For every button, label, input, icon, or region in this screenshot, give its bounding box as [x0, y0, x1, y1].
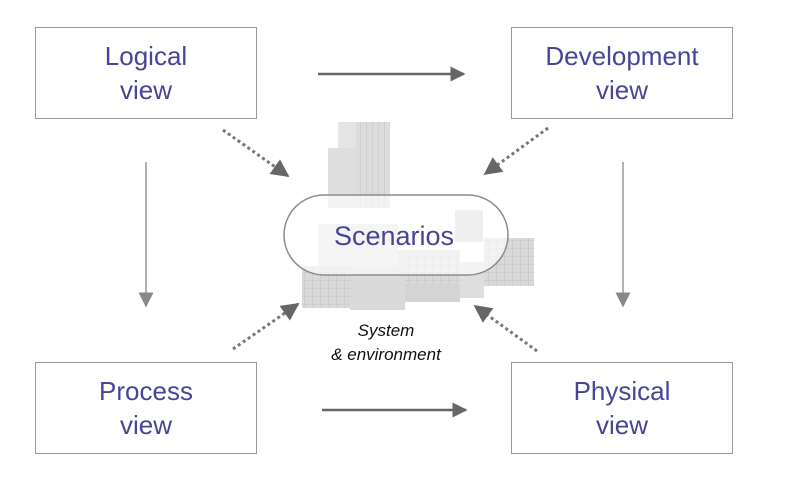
arrow-physical-to-scenarios	[473, 304, 538, 353]
logical-view-subtitle: view	[119, 75, 172, 105]
process-view-box: Process view	[35, 362, 257, 454]
scenarios-capsule	[283, 194, 509, 276]
building-block	[356, 122, 390, 208]
system-caption-line2: & environment	[331, 345, 442, 364]
process-view-subtitle: view	[119, 410, 172, 440]
physical-view-subtitle: view	[595, 410, 648, 440]
arrow-logical-to-scenarios	[222, 128, 290, 178]
development-view-box: Development view	[511, 27, 733, 119]
arrow-process-to-scenarios	[232, 302, 300, 351]
physical-view-title: Physical	[573, 376, 671, 406]
building-block	[405, 284, 460, 302]
arrow-development-to-scenarios	[483, 126, 549, 176]
logical-view-box: Logical view	[35, 27, 257, 119]
logical-view-title: Logical	[104, 41, 188, 71]
building-block	[338, 122, 356, 148]
development-view-subtitle: view	[595, 75, 648, 105]
process-view-title: Process	[99, 376, 193, 406]
physical-view-box: Physical view	[511, 362, 733, 454]
scenarios-label: Scenarios	[334, 221, 454, 251]
system-caption-line1: System	[358, 321, 415, 340]
development-view-title: Development	[545, 41, 699, 71]
